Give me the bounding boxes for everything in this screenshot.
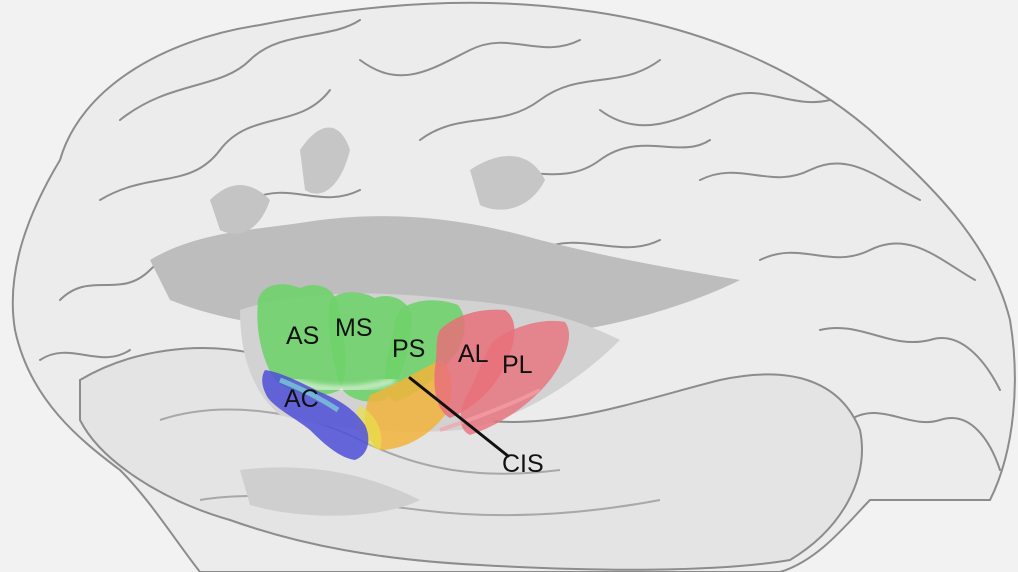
- label-ac: AC: [284, 387, 319, 412]
- label-pl: PL: [502, 353, 533, 378]
- label-cis: CIS: [502, 452, 544, 477]
- label-as: AS: [286, 324, 319, 349]
- label-al: AL: [458, 342, 489, 367]
- label-ms: MS: [335, 316, 373, 341]
- label-ps: PS: [392, 337, 425, 362]
